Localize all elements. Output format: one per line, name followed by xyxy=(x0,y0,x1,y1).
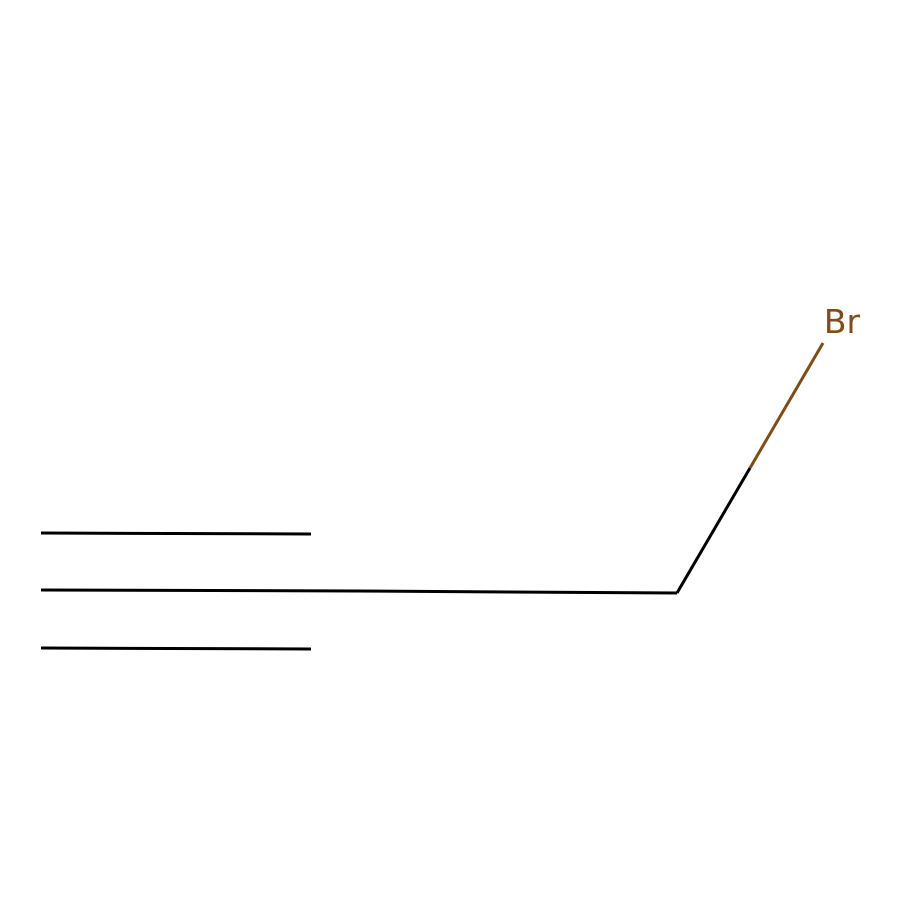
single-bond-c3-br xyxy=(675,342,825,594)
single-bond-c2-c3 xyxy=(356,589,678,595)
triple-bond-outer-top xyxy=(40,531,312,536)
atom-label-br: Br xyxy=(824,302,861,341)
triple-bond-outer-bottom xyxy=(40,646,312,651)
triple-bond-center xyxy=(40,588,358,593)
bond-half-bromine xyxy=(748,342,825,469)
triple-bond xyxy=(40,531,358,651)
bond-half-carbon xyxy=(675,467,752,594)
